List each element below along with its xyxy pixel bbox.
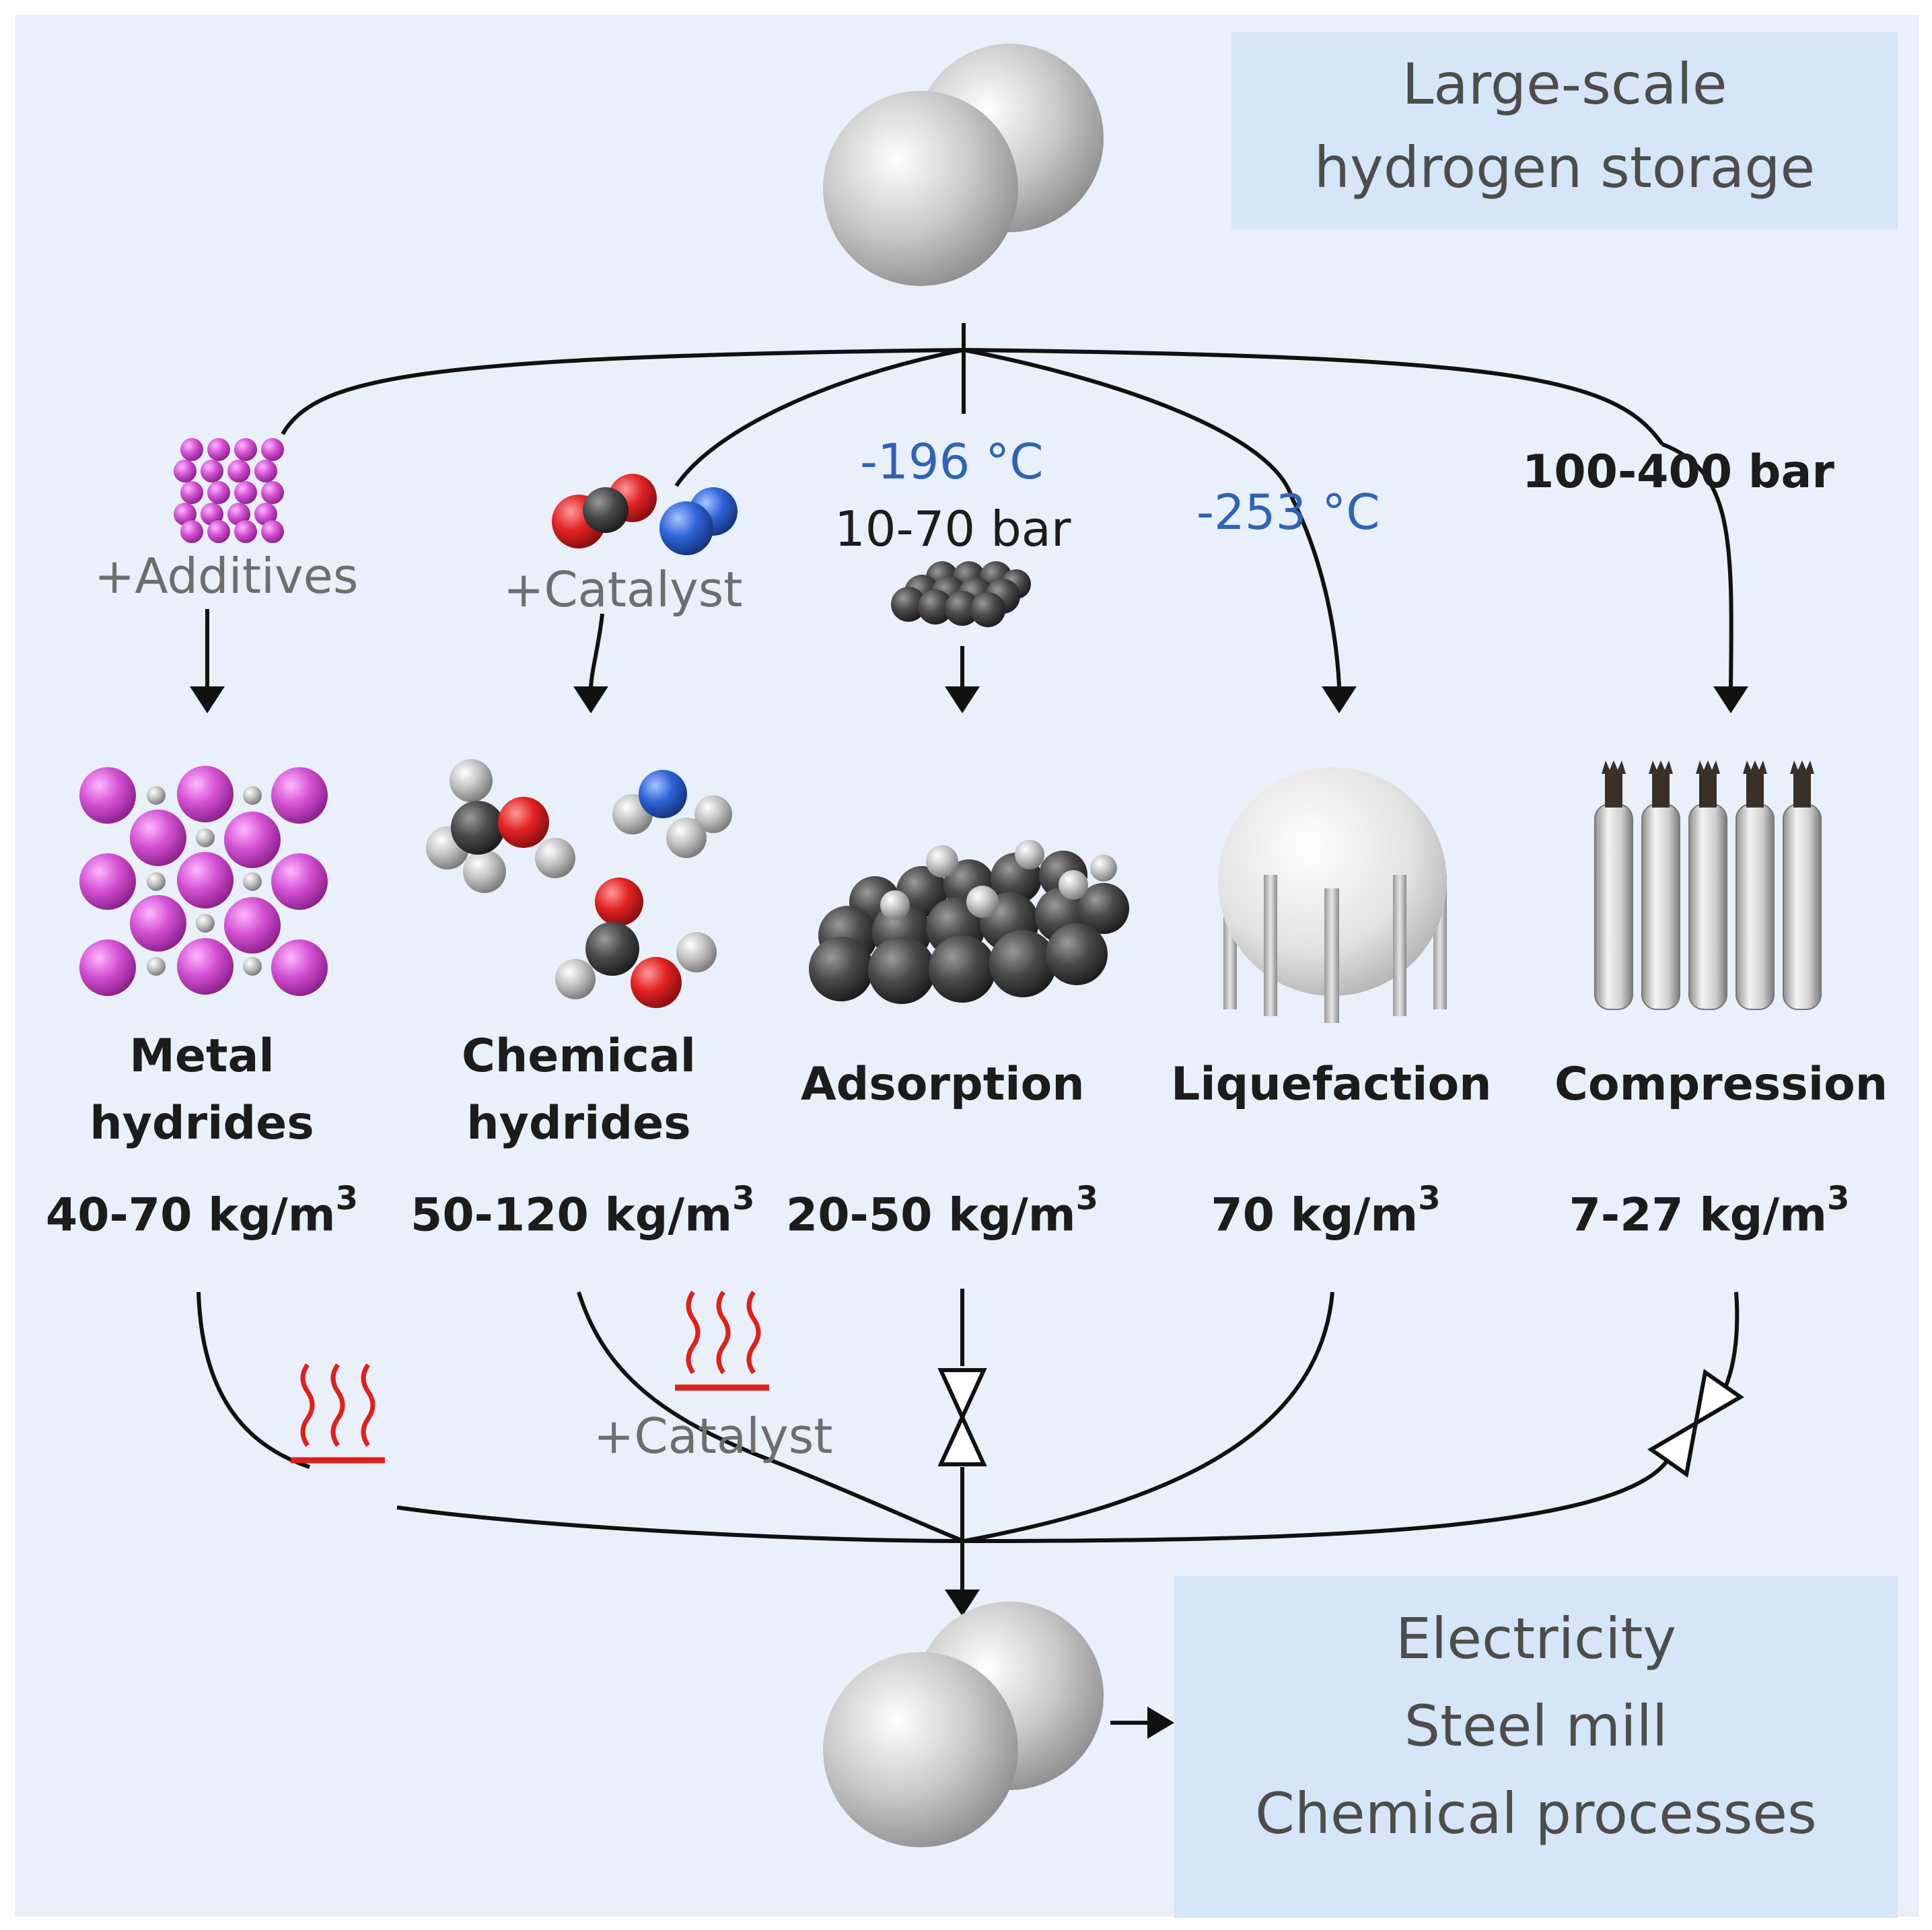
method-name-line: Compression [1554,1058,1888,1111]
title-line-2: hydrogen storage [1314,135,1816,201]
valve-icon [1647,1369,1744,1478]
title-box: Large-scale hydrogen storage [1231,32,1898,229]
density-exponent: 3 [1418,1180,1441,1217]
density-compression: 7-27 kg/m3 [1548,1182,1871,1242]
heat-icon [675,1290,769,1391]
density-adsorption: 20-50 kg/m3 [781,1182,1104,1242]
catalyst-top-label: +Catalyst [503,561,743,618]
hydride-crystal-icon [79,766,328,996]
density-exponent: 3 [1075,1180,1099,1217]
adsorbent-icon [809,840,1129,1004]
h2-molecule-icon [823,44,1104,286]
top-connectors [205,323,1733,688]
catalyst-bottom-label: +Catalyst [594,1408,833,1464]
adsorption-temperature-label: -196 °C [860,433,1044,490]
density-value: 20-50 kg/m [785,1188,1076,1242]
density-exponent: 3 [732,1180,755,1217]
density-exponent: 3 [335,1180,359,1217]
carbon-sheet-icon [891,561,1031,627]
metal-lattice-icon [174,438,284,543]
method-name-line: Adsorption [801,1058,1085,1111]
method-name-metal-hydrides: Metal hydrides [67,1023,336,1157]
density-value: 50-120 kg/m [410,1188,733,1242]
method-name-compression: Compression [1554,1051,1888,1118]
method-name-line: Chemical [461,1030,696,1083]
heat-icon [291,1363,385,1464]
compression-pressure-label: 100-400 bar [1522,445,1834,499]
use-chemical-processes: Chemical processes [1255,1781,1817,1847]
valve-icon [937,1368,987,1466]
density-value: 40-70 kg/m [45,1188,336,1242]
spherical-tank-icon [1218,767,1447,1023]
use-steel-mill: Steel mill [1404,1693,1668,1759]
h2-molecule-icon [823,1602,1104,1847]
method-name-adsorption: Adsorption [801,1051,1085,1118]
title-line-1: Large-scale [1402,51,1727,117]
density-value: 70 kg/m [1211,1188,1419,1242]
bottom-connectors [196,1289,1740,1725]
bottom-arrowheads [945,1589,1174,1739]
method-name-liquefaction: Liquefaction [1171,1051,1492,1118]
density-chemical-hydrides: 50-120 kg/m3 [410,1182,754,1242]
method-name-line: Metal [129,1030,275,1083]
density-exponent: 3 [1827,1180,1850,1217]
top-arrowheads [190,686,1748,713]
method-name-chemical-hydrides: Chemical hydrides [444,1023,713,1157]
density-liquefaction: 70 kg/m3 [1164,1182,1487,1242]
gas-cylinders-icon [1594,760,1822,1010]
method-name-line: Liquefaction [1171,1058,1492,1111]
uses-box: Electricity Steel mill Chemical processe… [1174,1576,1898,1918]
co2-n2-molecules-icon [552,474,738,555]
density-value: 7-27 kg/m [1569,1188,1828,1242]
adsorption-pressure-label: 10-70 bar [834,501,1071,557]
liquefaction-temperature-label: -253 °C [1196,484,1380,540]
additives-label: +Additives [94,548,359,604]
use-electricity: Electricity [1395,1606,1677,1672]
method-name-line: hydrides [466,1097,691,1150]
density-metal-hydrides: 40-70 kg/m3 [40,1182,363,1242]
chemical-molecules-icon [426,759,732,1008]
method-name-line: hydrides [90,1097,314,1150]
